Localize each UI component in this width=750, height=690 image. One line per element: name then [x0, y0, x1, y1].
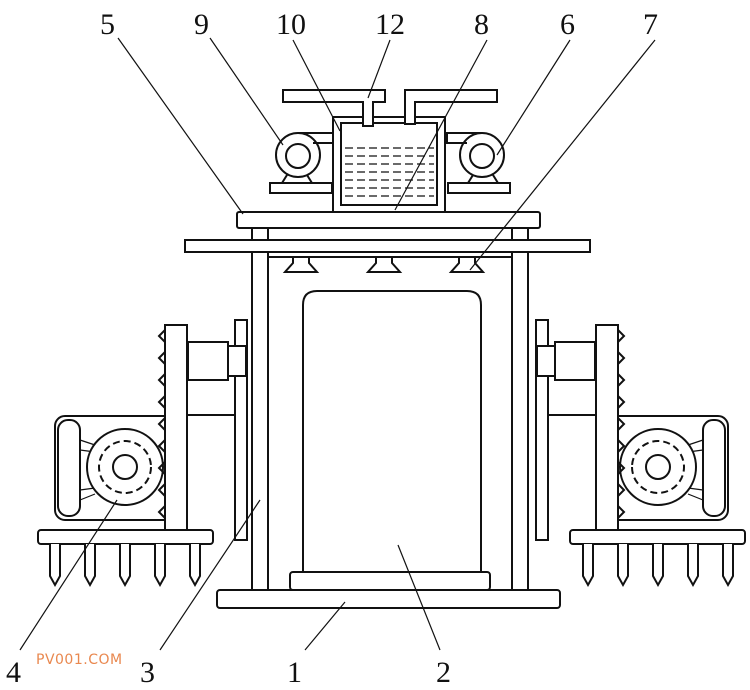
watermark: PV001.COM: [36, 652, 123, 668]
right-pump: [446, 132, 511, 194]
door: [289, 290, 491, 591]
right-side-assembly: [535, 319, 746, 586]
top-plate: [236, 211, 541, 229]
inlet-pipes: [282, 89, 498, 127]
label-10: 10: [276, 8, 306, 41]
label-7: 7: [643, 8, 658, 41]
label-6: 6: [560, 8, 575, 41]
label-1: 1: [287, 656, 302, 689]
base-plate: [216, 589, 561, 609]
water-tank: [332, 116, 446, 213]
spray-bar: [184, 239, 591, 273]
left-pump: [269, 132, 334, 194]
label-2: 2: [436, 656, 451, 689]
label-3: 3: [140, 656, 155, 689]
label-5: 5: [100, 8, 115, 41]
label-9: 9: [194, 8, 209, 41]
label-8: 8: [474, 8, 489, 41]
label-4: 4: [6, 656, 21, 689]
leader-lines: [19, 37, 656, 651]
left-side-assembly: [37, 319, 248, 586]
label-12: 12: [375, 8, 405, 41]
